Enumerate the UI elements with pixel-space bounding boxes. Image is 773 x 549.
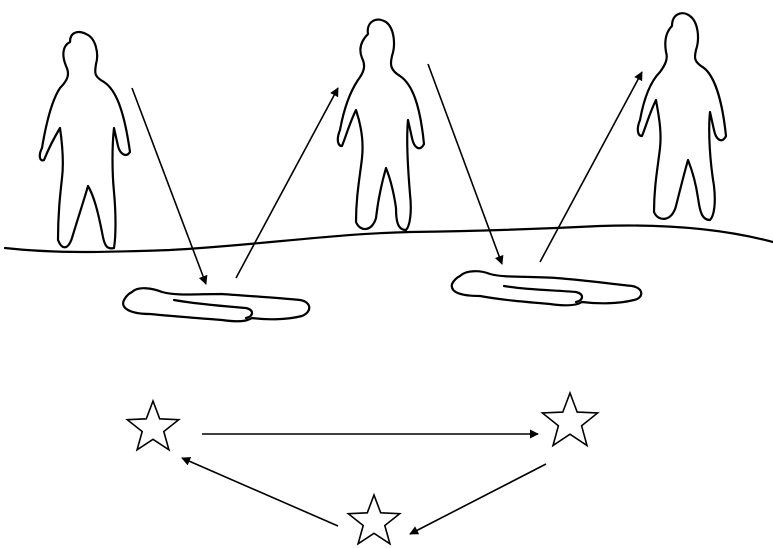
arrow-lying2-to-figure3 [540,72,642,262]
lying-figure-2 [452,271,642,305]
ground-line [5,226,773,252]
arrow-figure1-to-lying1 [132,88,206,284]
star-right [542,393,597,446]
standing-figure-3 [638,13,726,220]
arrow-star-bottom-to-left [182,458,338,526]
star-left [127,401,178,450]
arrow-star-right-to-bottom [410,464,546,534]
arrow-lying1-to-figure2 [236,88,338,278]
lying-figure-1 [123,288,309,321]
star-bottom [348,495,399,544]
standing-figure-1 [40,32,130,248]
arrow-figure2-to-lying2 [428,64,502,264]
standing-figure-2 [338,20,424,230]
